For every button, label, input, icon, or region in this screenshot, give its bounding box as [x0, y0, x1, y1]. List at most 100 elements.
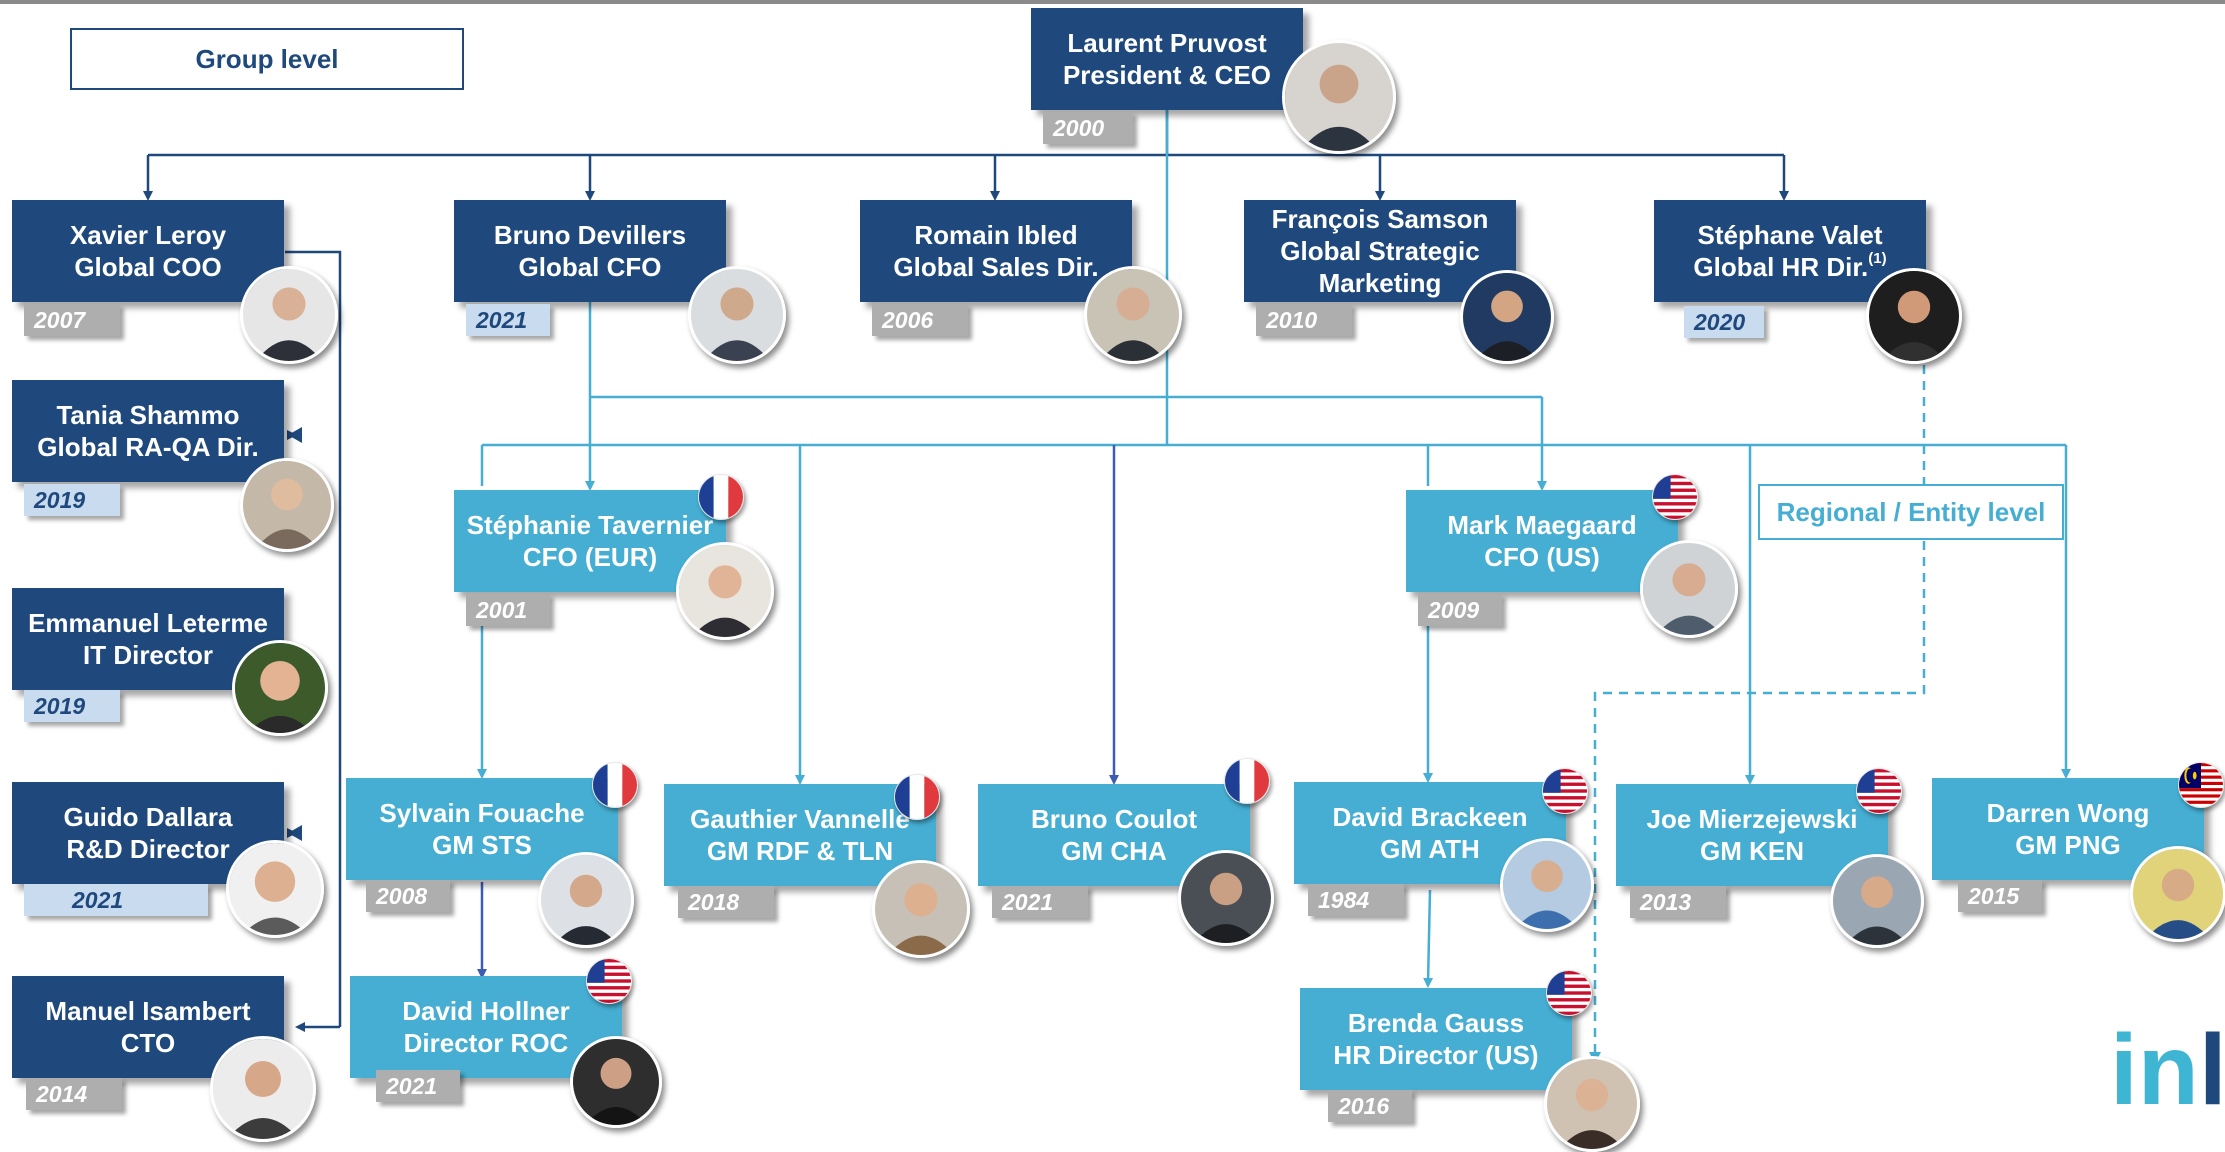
node-cfo-eur[interactable]: Stéphanie Tavernier CFO (EUR) 2001 — [454, 474, 784, 660]
marketing-role: Global Strategic — [1280, 236, 1480, 266]
node-global-cfo[interactable]: Bruno Devillers Global CFO 2021 — [454, 200, 794, 370]
node-raqa[interactable]: Tania Shammo Global RA-QA Dir. 2019 — [12, 380, 342, 552]
node-gm-ath[interactable]: David Brackeen GM ATH 1984 — [1294, 768, 1604, 952]
my-flag-icon — [2178, 762, 2224, 808]
avatar — [676, 542, 774, 640]
marketing-name: François Samson — [1271, 204, 1489, 234]
regional-level-label: Regional / Entity level — [1758, 484, 2064, 540]
hr-role-line: Global HR Dir.(1) — [1693, 251, 1886, 283]
node-roc[interactable]: David Hollner Director ROC 2021 — [350, 958, 662, 1146]
ceo-role: President & CEO — [1062, 60, 1272, 90]
cfo-eur-name: Stéphanie Tavernier — [466, 510, 714, 540]
logo-part-a: in — [2110, 1014, 2199, 1126]
us-flag-icon — [1542, 768, 1588, 814]
avatar — [1460, 270, 1554, 364]
gm-rdf-role: GM RDF & TLN — [706, 836, 894, 866]
cfo-year: 2021 — [466, 304, 550, 336]
gm-rdf-year: 2018 — [678, 886, 774, 918]
sales-year: 2006 — [872, 304, 968, 336]
node-coo[interactable]: Xavier Leroy Global COO 2007 — [12, 200, 342, 370]
sales-role: Global Sales Dir. — [893, 252, 1099, 282]
cto-year: 2014 — [26, 1078, 122, 1110]
node-ceo[interactable]: Laurent Pruvost President & CEO 2000 — [1031, 8, 1401, 158]
avatar — [1640, 540, 1738, 638]
node-gm-rdf[interactable]: Gauthier Vannelle GM RDF & TLN 2018 — [664, 774, 984, 958]
it-year: 2019 — [24, 690, 120, 722]
it-name: Emmanuel Leterme — [28, 608, 268, 638]
ceo-name: Laurent Pruvost — [1067, 28, 1267, 58]
cfo-us-name: Mark Maegaard — [1447, 510, 1637, 540]
avatar — [210, 1036, 316, 1142]
us-flag-icon — [1856, 768, 1902, 814]
node-hr[interactable]: Stéphane Valet Global HR Dir.(1) 2020 — [1654, 200, 1984, 370]
gm-cha-year: 2021 — [992, 886, 1088, 918]
avatar — [1500, 838, 1594, 932]
hr-footnote: (1) — [1868, 250, 1887, 267]
avatar — [1178, 850, 1274, 946]
coo-role: Global COO — [74, 252, 222, 282]
node-hr-us[interactable]: Brenda Gauss HR Director (US) 2016 — [1300, 970, 1640, 1152]
us-flag-icon — [586, 958, 632, 1004]
gm-png-year: 2015 — [1958, 880, 2042, 912]
raqa-year: 2019 — [24, 484, 120, 516]
node-gm-cha[interactable]: Bruno Coulot GM CHA 2021 — [978, 758, 1278, 954]
avatar — [1830, 854, 1924, 948]
gm-ath-role: GM ATH — [1380, 834, 1480, 864]
node-gm-sts[interactable]: Sylvain Fouache GM STS 2008 — [346, 762, 646, 948]
node-cfo-us[interactable]: Mark Maegaard CFO (US) 2009 — [1406, 474, 1738, 660]
cto-role: CTO — [120, 1028, 176, 1058]
fr-flag-icon — [894, 774, 940, 820]
avatar — [2130, 846, 2225, 942]
avatar — [1866, 268, 1962, 364]
avatar — [688, 266, 786, 364]
gm-ath-name: David Brackeen — [1332, 802, 1528, 832]
hr-us-name: Brenda Gauss — [1347, 1008, 1525, 1038]
logo-part-b: l — [2198, 1014, 2225, 1126]
avatar — [1282, 40, 1396, 154]
gm-ken-role: GM KEN — [1700, 836, 1804, 866]
hr-year: 2020 — [1684, 306, 1764, 338]
roc-year: 2021 — [376, 1070, 460, 1102]
raqa-role: Global RA-QA Dir. — [37, 432, 259, 462]
node-gm-ken[interactable]: Joe Mierzejewski GM KEN 2013 — [1616, 768, 1936, 954]
us-flag-icon — [1652, 474, 1698, 520]
avatar — [1084, 266, 1182, 364]
node-rd[interactable]: Guido Dallara R&D Director 2021 — [12, 782, 342, 942]
avatar — [570, 1036, 662, 1128]
gm-sts-name: Sylvain Fouache — [379, 798, 585, 828]
fr-flag-icon — [698, 474, 744, 520]
node-cto[interactable]: Manuel Isambert CTO 2014 — [12, 976, 342, 1146]
top-border-line — [0, 0, 2225, 4]
rd-role: R&D Director — [66, 834, 230, 864]
avatar — [226, 840, 324, 938]
cfo-eur-year: 2001 — [466, 594, 550, 626]
marketing-role-line2: Marketing — [1318, 268, 1442, 298]
node-it[interactable]: Emmanuel Leterme IT Director 2019 — [12, 588, 342, 738]
gm-rdf-name: Gauthier Vannelle — [690, 804, 910, 834]
gm-ath-year: 1984 — [1308, 884, 1404, 916]
avatar — [240, 266, 338, 364]
avatar — [232, 640, 328, 736]
cto-name: Manuel Isambert — [45, 996, 251, 1026]
marketing-year: 2010 — [1256, 304, 1352, 336]
ceo-year: 2000 — [1043, 112, 1133, 144]
gm-sts-year: 2008 — [366, 880, 450, 912]
node-gm-png[interactable]: Darren Wong GM PNG 2015 — [1932, 762, 2225, 948]
sales-name: Romain Ibled — [914, 220, 1078, 250]
gm-ken-year: 2013 — [1630, 886, 1726, 918]
node-marketing[interactable]: François Samson Global Strategic Marketi… — [1244, 200, 1564, 370]
coo-name: Xavier Leroy — [69, 220, 227, 250]
node-sales[interactable]: Romain Ibled Global Sales Dir. 2006 — [860, 200, 1190, 370]
cfo-role: Global CFO — [518, 252, 662, 282]
hr-role: Global HR Dir. — [1693, 252, 1869, 282]
cfo-us-year: 2009 — [1418, 594, 1502, 626]
fr-flag-icon — [1224, 758, 1270, 804]
hr-us-role: HR Director (US) — [1333, 1040, 1539, 1070]
company-logo: inl — [2110, 1020, 2225, 1120]
rd-name: Guido Dallara — [63, 802, 233, 832]
gm-png-name: Darren Wong — [1986, 798, 2150, 828]
raqa-name: Tania Shammo — [56, 400, 240, 430]
avatar — [240, 458, 334, 552]
gm-png-role: GM PNG — [2015, 830, 2121, 860]
